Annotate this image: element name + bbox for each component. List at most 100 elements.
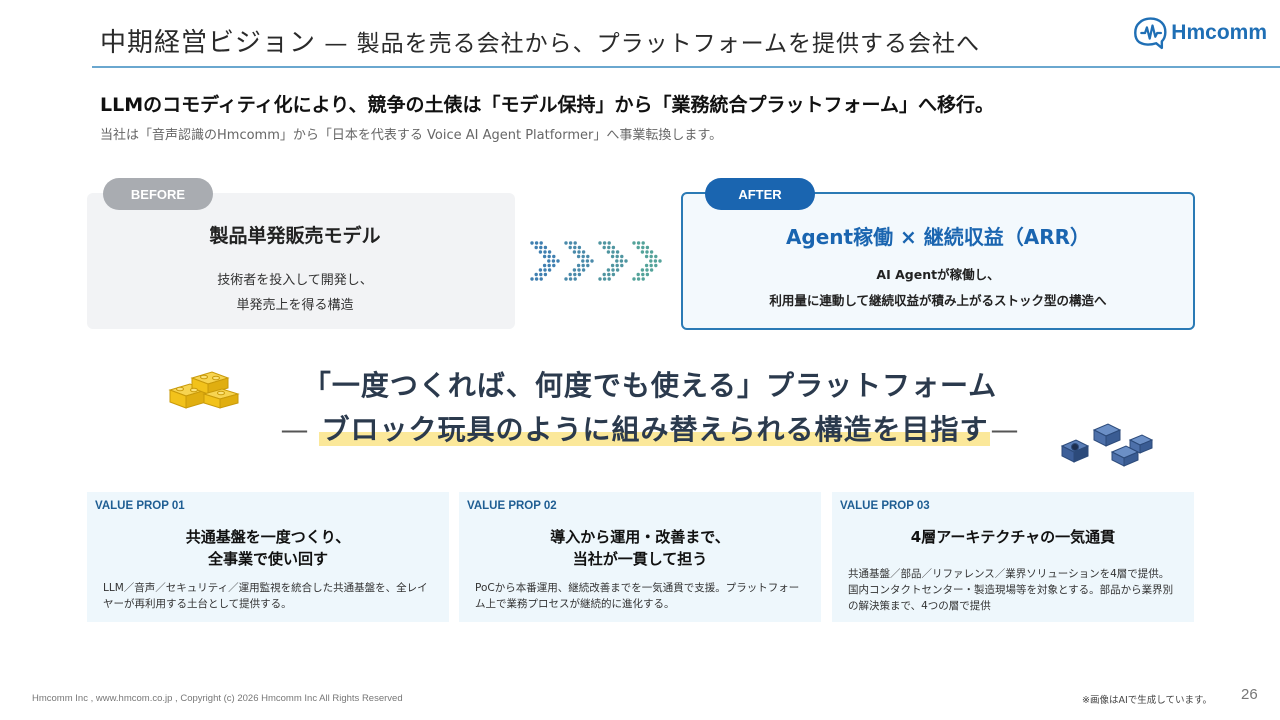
arrow-dot <box>611 250 615 254</box>
arrow-dot <box>615 268 620 272</box>
value-prop-title-line-1: 導入から運用・改善まで、 <box>550 528 730 546</box>
value-prop-card-1: VALUE PROP 01 共通基盤を一度つくり、 全事業で使い回す LLM／音… <box>87 492 449 622</box>
arrow-dot <box>530 241 534 245</box>
arrow-dot <box>654 254 658 259</box>
after-card <box>681 192 1195 330</box>
arrow-dot <box>645 272 650 277</box>
value-prop-title: 4層アーキテクチャの一気通貫 <box>832 526 1194 548</box>
arrow-dot <box>530 277 534 281</box>
value-prop-description: 共通基盤／部品／リファレンス／業界ソリューションを4層で提供。国内コンタクトセン… <box>848 568 1174 612</box>
after-badge: AFTER <box>705 178 815 210</box>
arrow-dot <box>577 250 581 254</box>
arrow-dot <box>568 272 572 277</box>
arrow-dot <box>586 254 590 259</box>
lead-subline: 当社は「音声認識のHmcomm」から「日本を代表する Voice AI Agen… <box>100 128 723 143</box>
arrow-dot <box>534 277 539 281</box>
before-badge: BEFORE <box>103 178 213 210</box>
arrow-dot <box>644 263 649 268</box>
page-title-sub: — 製品を売る会社から、プラットフォームを提供する会社へ <box>316 31 980 57</box>
arrow-dot <box>539 241 543 245</box>
arrow-dot <box>581 250 586 254</box>
value-prop-label: VALUE PROP 01 <box>95 500 185 512</box>
arrow-dot <box>641 241 645 245</box>
arrow-dot <box>611 245 616 250</box>
arrow-dot <box>543 268 547 272</box>
arrow-dot <box>602 245 606 250</box>
arrow-dot <box>547 263 551 268</box>
arrow-dot <box>577 272 582 277</box>
arrow-dot <box>585 259 590 263</box>
arrow-dot <box>649 268 654 272</box>
value-prop-title: 共通基盤を一度つくり、 全事業で使い回す <box>87 526 449 570</box>
arrow-dot <box>573 245 577 250</box>
arrow-dot <box>615 263 619 268</box>
company-logo: Hmcomm <box>1132 12 1267 54</box>
arrow-dot <box>607 241 611 245</box>
arrow-dot <box>602 277 607 281</box>
value-prop-description: PoCから本番運用、継続改善までを一気通貫で支援。プラットフォーム上で業務プロセ… <box>475 582 800 610</box>
arrow-dot <box>534 272 538 277</box>
arrow-dot <box>641 272 645 277</box>
arrow-dot <box>590 259 594 263</box>
arrow-dot <box>607 277 611 281</box>
arrow-dot <box>534 245 538 250</box>
value-prop-description: LLM／音声／セキュリティ／運用監視を統合した共通基盤を、全レイヤーが再利用する… <box>103 582 428 610</box>
before-desc-line-2: 単発売上を得る構造 <box>236 298 354 313</box>
arrow-dot <box>568 277 573 281</box>
arrow-dot <box>552 254 556 259</box>
vision-headline-line-1: 「一度つくれば、何度でも使える」プラットフォーム <box>302 369 998 402</box>
before-desc-line-1: 技術者を投入して開発し、 <box>217 273 373 288</box>
arrow-dot <box>602 272 606 277</box>
after-desc-line-2: 利用量に連動して継続収益が積み上がるストック型の構造へ <box>769 293 1107 308</box>
page-number: 26 <box>1241 686 1258 703</box>
arrow-dot <box>572 268 577 272</box>
arrow-dot <box>619 259 624 263</box>
arrow-dot <box>576 254 581 259</box>
arrow-dot <box>598 241 602 245</box>
logo-wordmark: Hmcomm <box>1171 21 1267 44</box>
arrow-dot <box>615 254 619 259</box>
blue-blocks-icon <box>1060 423 1154 467</box>
arrow-dot <box>658 259 662 263</box>
slide-header: 中期経営ビジョン — 製品を売る会社から、プラットフォームを提供する会社へ Hm… <box>0 0 1280 70</box>
value-prop-title-line-1: 4層アーキテクチャの一気通貫 <box>910 528 1116 546</box>
arrow-dot <box>645 268 649 272</box>
arrow-dot <box>654 263 658 268</box>
before-card <box>87 193 515 329</box>
value-prop-card-3: VALUE PROP 03 4層アーキテクチャの一気通貫 共通基盤／部品／リファ… <box>832 492 1194 622</box>
arrow-dot <box>576 263 581 268</box>
after-title: Agent稼働 × 継続収益（ARR） <box>785 225 1091 249</box>
arrow-dot <box>607 272 611 277</box>
arrow-dot <box>538 250 543 254</box>
arrow-dot <box>641 277 645 281</box>
value-prop-title: 導入から運用・改善まで、 当社が一貫して担う <box>459 526 821 570</box>
header-divider <box>92 66 1280 68</box>
lead-headline: LLMのコモディティ化により、競争の土俵は「モデル保持」から「業務統合プラットフ… <box>100 94 994 116</box>
arrow-dot <box>568 241 573 245</box>
arrow-dot <box>573 241 577 245</box>
before-description: 技術者を投入して開発し、 単発売上を得る構造 <box>87 268 503 318</box>
before-title: 製品単発販売モデル <box>209 225 381 247</box>
after-desc-line-1: AI Agentが稼働し、 <box>876 267 1000 282</box>
value-prop-title-line-1: 共通基盤を一度つくり、 <box>185 528 351 546</box>
arrow-dot <box>581 268 586 272</box>
arrow-dot <box>539 245 543 250</box>
arrow-dot <box>649 254 653 259</box>
arrow-dot <box>632 241 636 245</box>
footer-ai-note: ※画像はAIで生成しています。 <box>1082 695 1213 706</box>
yellow-blocks-icon <box>168 371 240 409</box>
arrow-dot <box>539 272 543 277</box>
arrow-dot <box>598 277 602 281</box>
arrow-dot <box>581 263 585 268</box>
arrow-dot <box>539 277 543 281</box>
arrow-dot <box>611 272 616 277</box>
footer-copyright: Hmcomm Inc , www.hmcom.co.jp , Copyright… <box>32 693 403 704</box>
arrow-dot <box>649 263 653 268</box>
arrow-dot <box>640 268 645 272</box>
arrow-dot <box>581 259 585 263</box>
arrow-dot <box>552 263 556 268</box>
arrow-dot <box>620 263 624 268</box>
arrow-dot <box>624 259 628 263</box>
page-title-main: 中期経営ビジョン <box>100 28 317 58</box>
arrow-dot <box>542 254 547 259</box>
